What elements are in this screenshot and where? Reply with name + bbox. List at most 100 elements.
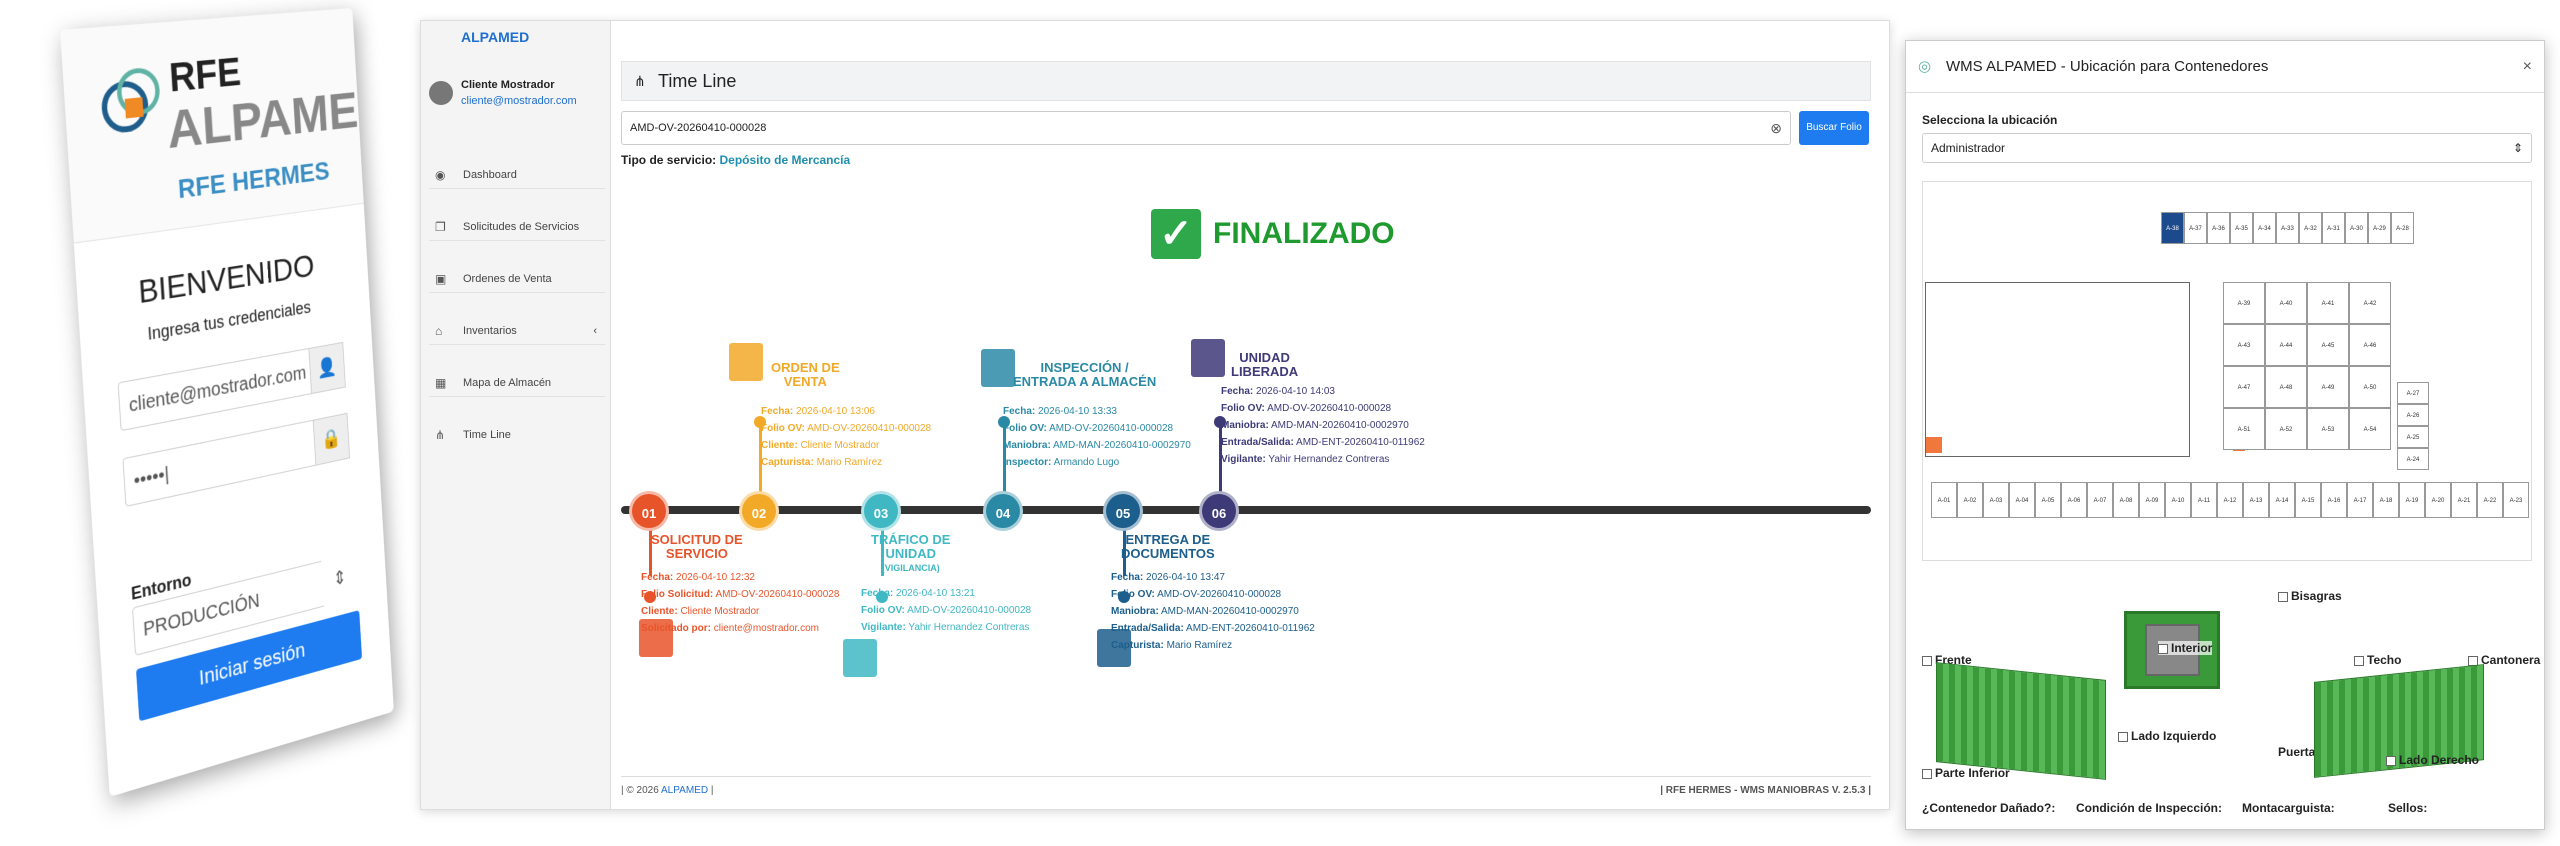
timeline-step-03[interactable]: 03 [861, 491, 901, 531]
sidebar-item-inventarios[interactable]: ⌂Inventarios‹ [429, 317, 605, 345]
map-cell-a-33[interactable]: A-33 [2276, 212, 2299, 244]
map-cell-a-54[interactable]: A-54 [2349, 408, 2391, 450]
map-cell-a-20[interactable]: A-20 [2425, 482, 2451, 518]
user-email[interactable]: cliente@mostrador.com [461, 95, 577, 107]
map-cell-a-09[interactable]: A-09 [2139, 482, 2165, 518]
map-cell-a-32[interactable]: A-32 [2299, 212, 2322, 244]
map-cell-a-18[interactable]: A-18 [2373, 482, 2399, 518]
view-parte-inferior[interactable]: Parte Inferior [1922, 766, 2010, 780]
map-cell-a-39[interactable]: A-39 [2223, 282, 2265, 324]
map-cell-a-26[interactable]: A-26 [2397, 404, 2429, 426]
timeline-step-01[interactable]: 01 [629, 491, 669, 531]
step-detail-row: Folio Solicitud: AMD-OV-20260410-000028 [641, 586, 839, 603]
map-cell-a-44[interactable]: A-44 [2265, 324, 2307, 366]
map-cell-a-04[interactable]: A-04 [2009, 482, 2035, 518]
sidebar-brand[interactable]: ALPAMED [461, 29, 529, 45]
clear-icon[interactable]: ⊗ [1770, 112, 1782, 144]
map-cell-a-05[interactable]: A-05 [2035, 482, 2061, 518]
map-cell-a-25[interactable]: A-25 [2397, 426, 2429, 448]
sidebar-item-dashboard[interactable]: ◉Dashboard [429, 161, 605, 189]
detail-value: Yahir Hernandez Contreras [906, 622, 1030, 633]
map-cell-a-43[interactable]: A-43 [2223, 324, 2265, 366]
view-interior[interactable]: Interior [2158, 641, 2212, 655]
password-field[interactable]: •••••|🔒 [122, 413, 350, 507]
step-detail-row: Fecha: 2026-04-10 14:03 [1221, 383, 1425, 400]
map-cell-a-37[interactable]: A-37 [2184, 212, 2207, 244]
interior-checkbox[interactable] [2158, 644, 2168, 654]
view-lado-derecho[interactable]: Lado Derecho [2386, 753, 2479, 767]
bisagras-checkbox[interactable] [2278, 592, 2288, 602]
map-cell-a-02[interactable]: A-02 [1957, 482, 1983, 518]
email-field[interactable]: cliente@mostrador.com👤 [118, 342, 346, 431]
map-cell-a-49[interactable]: A-49 [2307, 366, 2349, 408]
map-cell-a-38[interactable]: A-38 [2161, 212, 2184, 244]
location-select[interactable]: Administrador⇕ [1922, 133, 2532, 163]
parte-inferior-checkbox[interactable] [1922, 769, 1932, 779]
sitemap-icon: ⋔ [634, 62, 646, 100]
map-cell-a-35[interactable]: A-35 [2230, 212, 2253, 244]
lado-derecho-checkbox[interactable] [2386, 756, 2396, 766]
folio-input[interactable]: AMD-OV-20260410-000028⊗ [621, 111, 1791, 145]
map-cell-a-07[interactable]: A-07 [2087, 482, 2113, 518]
map-cell-a-52[interactable]: A-52 [2265, 408, 2307, 450]
map-cell-a-41[interactable]: A-41 [2307, 282, 2349, 324]
map-cell-a-30[interactable]: A-30 [2345, 212, 2368, 244]
map-cell-a-08[interactable]: A-08 [2113, 482, 2139, 518]
timeline-step-06[interactable]: 06 [1199, 491, 1239, 531]
timeline-step-02[interactable]: 02 [739, 491, 779, 531]
map-cell-a-50[interactable]: A-50 [2349, 366, 2391, 408]
frente-checkbox[interactable] [1922, 656, 1932, 666]
step-detail-row: Folio OV: AMD-OV-20260410-000028 [1111, 586, 1315, 603]
map-cell-a-01[interactable]: A-01 [1931, 482, 1957, 518]
techo-checkbox[interactable] [2354, 656, 2364, 666]
map-cell-a-27[interactable]: A-27 [2397, 382, 2429, 404]
map-cell-a-11[interactable]: A-11 [2191, 482, 2217, 518]
map-cell-a-47[interactable]: A-47 [2223, 366, 2265, 408]
sidebar-item-solicitudes[interactable]: ❐Solicitudes de Servicios [429, 213, 605, 241]
footer-link[interactable]: ALPAMED [661, 785, 708, 796]
map-cell-a-31[interactable]: A-31 [2322, 212, 2345, 244]
view-techo[interactable]: Techo [2354, 653, 2401, 667]
map-cell-a-28[interactable]: A-28 [2391, 212, 2414, 244]
sidebar-item-ordenes[interactable]: ▣Ordenes de Venta [429, 265, 605, 293]
map-cell-a-23[interactable]: A-23 [2503, 482, 2529, 518]
step-title-line: UNIDAD [1231, 351, 1298, 365]
map-cell-a-17[interactable]: A-17 [2347, 482, 2373, 518]
map-cell-a-06[interactable]: A-06 [2061, 482, 2087, 518]
map-cell-a-24[interactable]: A-24 [2397, 448, 2429, 470]
step-detail-row: Folio OV: AMD-OV-20260410-000028 [1003, 420, 1191, 437]
map-cell-a-29[interactable]: A-29 [2368, 212, 2391, 244]
step-details: Fecha: 2026-04-10 13:06Folio OV: AMD-OV-… [761, 403, 931, 471]
sidebar-item-mapa[interactable]: ▦Mapa de Almacén [429, 369, 605, 397]
map-cell-a-14[interactable]: A-14 [2269, 482, 2295, 518]
map-cell-a-48[interactable]: A-48 [2265, 366, 2307, 408]
map-cell-a-40[interactable]: A-40 [2265, 282, 2307, 324]
map-cell-a-42[interactable]: A-42 [2349, 282, 2391, 324]
map-cell-a-03[interactable]: A-03 [1983, 482, 2009, 518]
map-cell-a-51[interactable]: A-51 [2223, 408, 2265, 450]
map-cell-a-19[interactable]: A-19 [2399, 482, 2425, 518]
view-bisagras[interactable]: Bisagras [2278, 589, 2342, 603]
map-cell-a-53[interactable]: A-53 [2307, 408, 2349, 450]
map-cell-a-16[interactable]: A-16 [2321, 482, 2347, 518]
close-icon[interactable]: × [2523, 41, 2532, 93]
timeline-step-05[interactable]: 05 [1103, 491, 1143, 531]
map-cell-a-10[interactable]: A-10 [2165, 482, 2191, 518]
map-cell-a-22[interactable]: A-22 [2477, 482, 2503, 518]
timeline-step-04[interactable]: 04 [983, 491, 1023, 531]
buscar-folio-button[interactable]: Buscar Folio [1799, 111, 1869, 145]
map-cell-a-36[interactable]: A-36 [2207, 212, 2230, 244]
view-label: Parte Inferior [1935, 766, 2010, 780]
map-cell-a-34[interactable]: A-34 [2253, 212, 2276, 244]
map-cell-a-21[interactable]: A-21 [2451, 482, 2477, 518]
map-cell-a-15[interactable]: A-15 [2295, 482, 2321, 518]
map-cell-a-46[interactable]: A-46 [2349, 324, 2391, 366]
lado-izquierdo-checkbox[interactable] [2118, 732, 2128, 742]
view-lado-izquierdo[interactable]: Lado Izquierdo [2118, 729, 2216, 743]
map-cell-a-45[interactable]: A-45 [2307, 324, 2349, 366]
detail-value: AMD-ENT-20260410-011962 [1294, 437, 1425, 448]
map-cell-a-12[interactable]: A-12 [2217, 482, 2243, 518]
map-cell-a-13[interactable]: A-13 [2243, 482, 2269, 518]
sidebar-item-timeline[interactable]: ⋔Time Line [429, 421, 605, 449]
money-icon: ▣ [435, 265, 446, 293]
